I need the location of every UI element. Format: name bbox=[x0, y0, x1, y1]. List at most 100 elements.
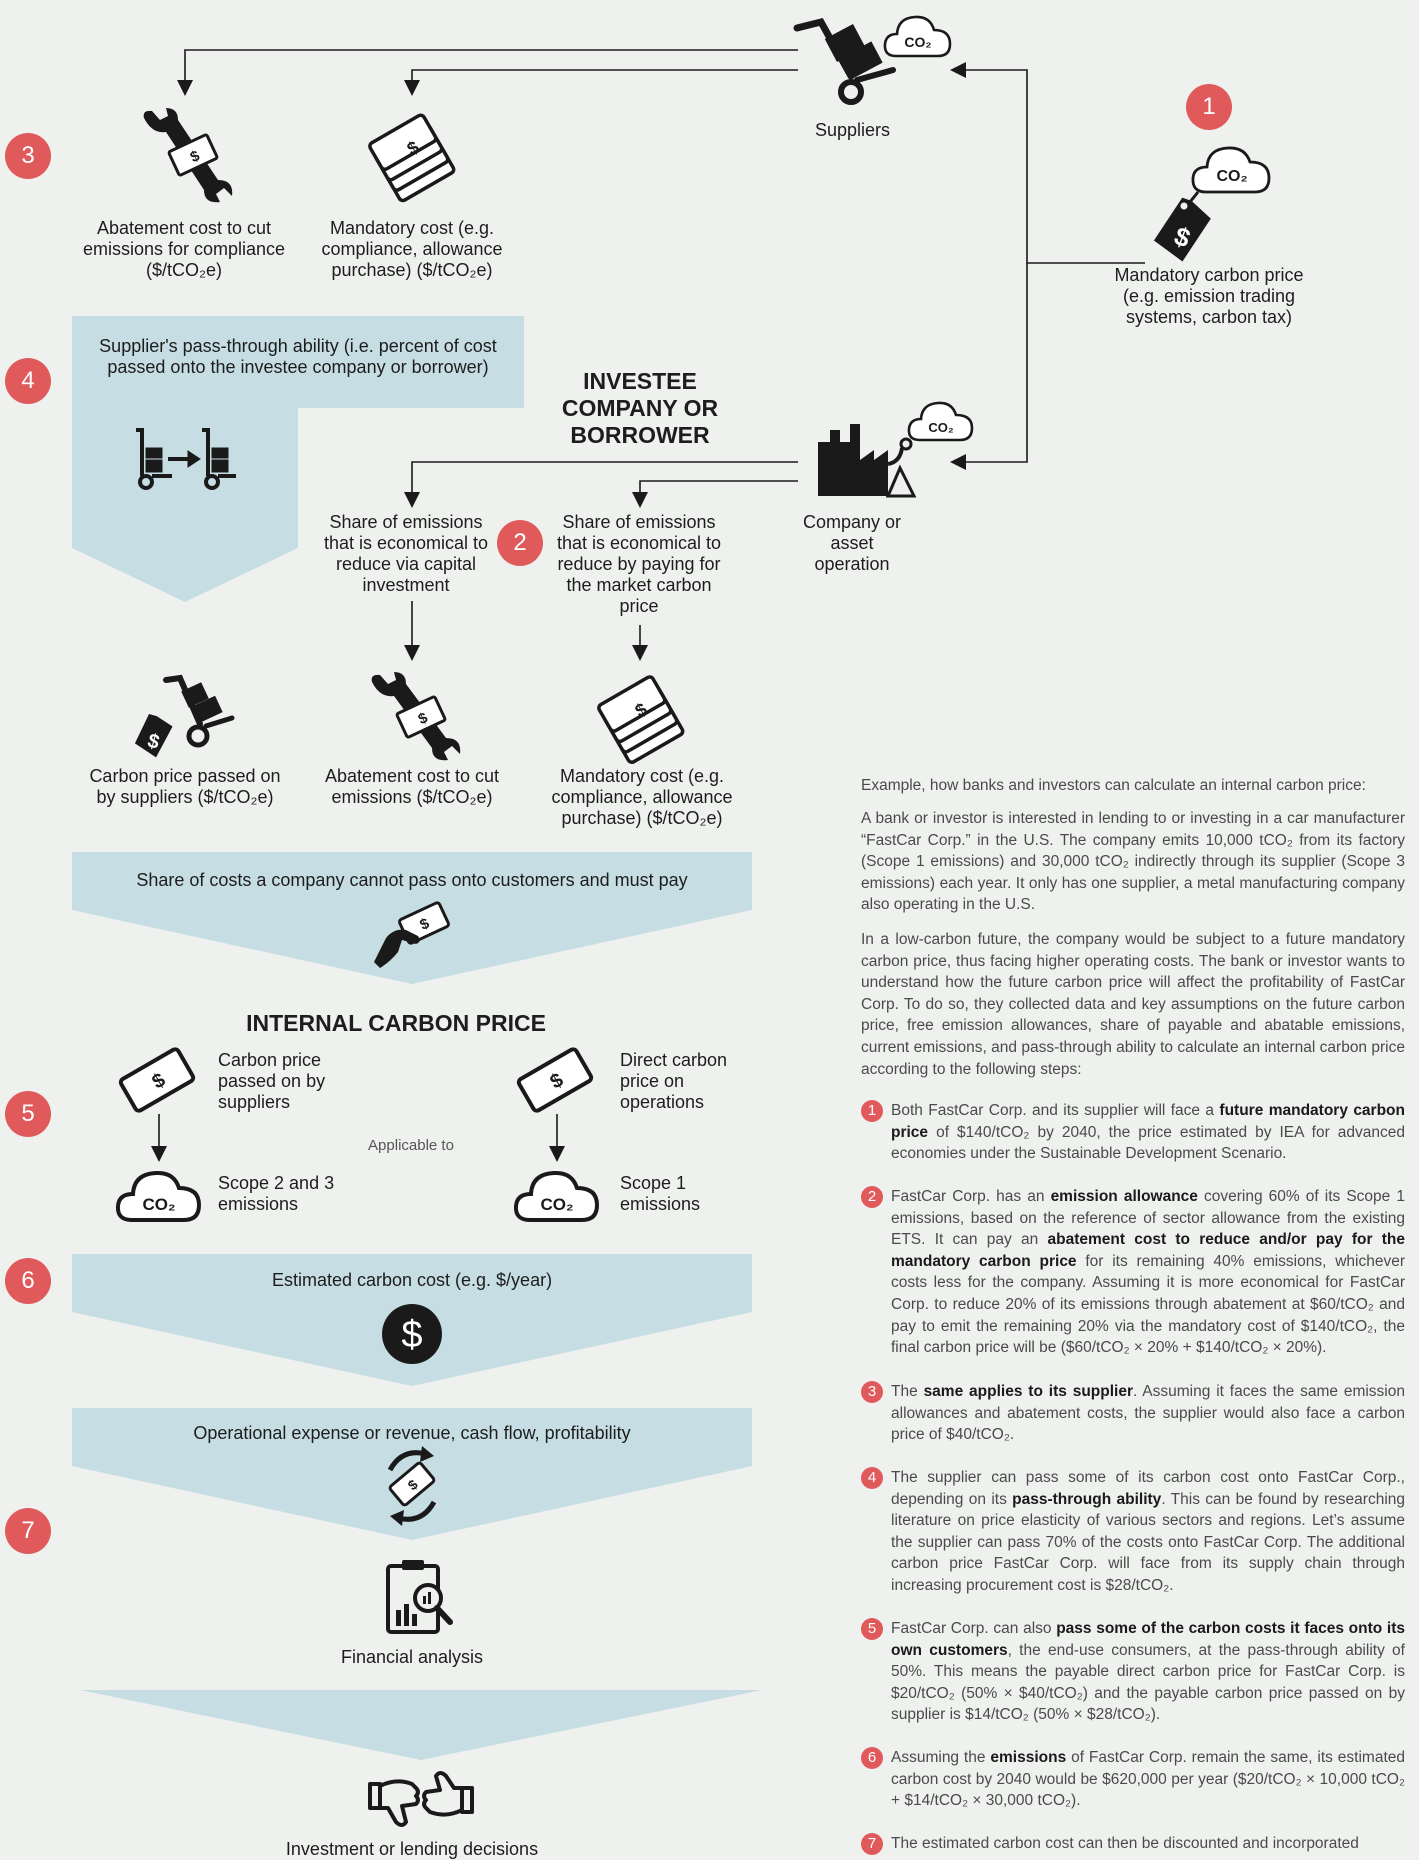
step-5: 5 FastCar Corp. can also pass some of th… bbox=[861, 1618, 1405, 1726]
step-7: 7 The estimated carbon cost can then be … bbox=[861, 1833, 1405, 1855]
step-badge: 7 bbox=[861, 1833, 883, 1855]
step-4-emphasis: pass-through ability bbox=[1012, 1490, 1162, 1508]
scope-2-3-co2-cloud-icon: CO₂ bbox=[115, 1170, 202, 1222]
right-scope-label: Scope 1 emissions bbox=[620, 1173, 701, 1214]
step-5-text-a: FastCar Corp. can also bbox=[891, 1620, 1057, 1637]
share-costs-label: Share of costs a company cannot pass ont… bbox=[136, 870, 688, 890]
example-paragraph-1: A bank or investor is interested in lend… bbox=[861, 810, 1405, 914]
step-1-text-a: Both FastCar Corp. and its supplier will… bbox=[891, 1102, 1220, 1119]
step-2-text-a: FastCar Corp. has an bbox=[891, 1188, 1051, 1205]
operation-label: Company or asset operation bbox=[802, 512, 902, 574]
step-6-text-c: of FastCar Corp. remain the same, its es… bbox=[891, 1749, 1406, 1810]
step-5-text-c: , the end-use consumers, at the pass-thr… bbox=[891, 1641, 1405, 1724]
suppliers-co2-cloud-icon: CO₂ bbox=[883, 15, 952, 58]
step-badge: 1 bbox=[861, 1100, 883, 1122]
factory-icon bbox=[818, 424, 917, 498]
step-2-emphasis-2: abatement cost to reduce and/or pay for … bbox=[891, 1231, 1405, 1270]
step-4-text-c: . This can be found by researching liter… bbox=[891, 1490, 1405, 1594]
badge-3: 3 bbox=[5, 133, 51, 179]
step-badge: 3 bbox=[861, 1381, 883, 1403]
step-5-emphasis: pass some of the carbon costs it faces o… bbox=[891, 1620, 1406, 1659]
share-capital-label: Share of emissions that is economical to… bbox=[323, 512, 489, 595]
financial-analysis-label: Financial analysis bbox=[340, 1647, 484, 1667]
thumbs-up-down-icon bbox=[368, 1771, 474, 1827]
decisions-label: Investment or lending decisions bbox=[285, 1839, 539, 1859]
scope-2-3-co2-text: CO₂ bbox=[142, 1195, 175, 1214]
right-price-label: Direct carbon price on operations bbox=[620, 1050, 728, 1112]
share-market-label: Share of emissions that is economical to… bbox=[556, 512, 722, 616]
suppliers-label: Suppliers bbox=[814, 120, 891, 140]
banknote-dollar-icon: $ bbox=[118, 1047, 196, 1113]
company-abatement-cost-label: Abatement cost to cut emissions ($/tCO₂e… bbox=[324, 766, 500, 807]
wrench-dollar-icon: $ bbox=[143, 108, 233, 203]
badge-2: 2 bbox=[497, 520, 543, 566]
company-mandatory-cost-label: Mandatory cost (e.g. compliance, allowan… bbox=[551, 766, 733, 828]
money-stack-icon: $ bbox=[597, 675, 685, 764]
applicable-to-label: Applicable to bbox=[368, 1137, 454, 1154]
investee-title: INVESTEE COMPANY OR BORROWER bbox=[561, 368, 719, 448]
scope-1-co2-text: CO₂ bbox=[540, 1195, 573, 1214]
step-1-text-c: of $140/tCO₂ by 2040, the price estimate… bbox=[891, 1123, 1405, 1163]
banknote-dollar-icon: $ bbox=[516, 1047, 594, 1113]
step-4-text-a: The supplier can pass some of its carbon… bbox=[891, 1469, 1405, 1508]
supplier-mandatory-cost-label: Mandatory cost (e.g. compliance, allowan… bbox=[321, 218, 503, 280]
hand-paying-icon: $ bbox=[374, 901, 450, 968]
dollar-coin-icon: $ bbox=[382, 1304, 442, 1364]
step-badge: 6 bbox=[861, 1747, 883, 1769]
left-price-label: Carbon price passed on by suppliers bbox=[218, 1050, 326, 1112]
step-badge: 2 bbox=[861, 1186, 883, 1208]
step-3: 3 The same applies to its supplier. Assu… bbox=[861, 1381, 1405, 1446]
cart-tag-dollar-icon: $ bbox=[134, 674, 235, 758]
arrow-operation-capital bbox=[404, 461, 798, 508]
step-2-text-e: for its remaining 40% emissions, whichev… bbox=[891, 1252, 1406, 1357]
arrow-suppliers-abatement bbox=[177, 49, 798, 96]
hand-truck-icon bbox=[793, 17, 896, 105]
badge-4: 4 bbox=[5, 358, 51, 404]
step-6-text-a: Assuming the bbox=[891, 1749, 991, 1766]
mandatory-price-label: Mandatory carbon price (e.g. emission tr… bbox=[1114, 265, 1304, 327]
arrow-suppliers-mandatory bbox=[404, 69, 798, 96]
mandatory-price-co2-text: CO₂ bbox=[1216, 168, 1247, 185]
clipboard-analysis-icon bbox=[386, 1560, 453, 1634]
example-paragraph-2: In a low-carbon future, the company woul… bbox=[861, 931, 1405, 1078]
carts-transfer-icon bbox=[136, 428, 236, 490]
arrow-price-operation bbox=[950, 263, 1028, 470]
company-passed-cost-label: Carbon price passed on by suppliers ($/t… bbox=[89, 766, 281, 807]
operational-label: Operational expense or revenue, cash flo… bbox=[193, 1423, 631, 1443]
step-2: 2 FastCar Corp. has an emission allowanc… bbox=[861, 1186, 1405, 1359]
decision-band bbox=[80, 1690, 762, 1760]
estimated-cost-label: Estimated carbon cost (e.g. $/year) bbox=[271, 1270, 553, 1290]
scope-1-co2-cloud-icon: CO₂ bbox=[513, 1170, 600, 1222]
step-3-text-a: The bbox=[891, 1383, 924, 1400]
step-badge: 5 bbox=[861, 1618, 883, 1640]
svg-text:$: $ bbox=[401, 1314, 422, 1356]
step-3-text-c: . Assuming it faces the same emission al… bbox=[891, 1383, 1405, 1444]
step-7-text-a: The estimated carbon cost can then be di… bbox=[891, 1835, 1359, 1852]
step-1: 1 Both FastCar Corp. and its supplier wi… bbox=[861, 1100, 1405, 1165]
suppliers-co2-text: CO₂ bbox=[904, 34, 931, 50]
badge-7: 7 bbox=[5, 1508, 51, 1554]
cash-flow-cycle-icon: $ bbox=[387, 1446, 437, 1526]
svg-text:$: $ bbox=[145, 730, 161, 754]
internal-price-title: INTERNAL CARBON PRICE bbox=[246, 1010, 546, 1036]
example-intro: Example, how banks and investors can cal… bbox=[861, 777, 1366, 794]
badge-1: 1 bbox=[1186, 84, 1232, 130]
left-scope-label: Scope 2 and 3 emissions bbox=[218, 1173, 335, 1214]
pass-through-label: Supplier's pass-through ability (i.e. pe… bbox=[99, 336, 497, 377]
pass-through-band bbox=[72, 316, 524, 602]
money-stack-icon: $ bbox=[368, 113, 456, 203]
step-4: 4 The supplier can pass some of its carb… bbox=[861, 1467, 1405, 1597]
wrench-dollar-icon: $ bbox=[371, 672, 461, 761]
step-badge: 4 bbox=[861, 1467, 883, 1489]
step-1-emphasis: future mandatory carbon price bbox=[891, 1102, 1405, 1141]
step-2-emphasis-1: emission allowance bbox=[1050, 1188, 1198, 1205]
operation-co2-text: CO₂ bbox=[928, 420, 954, 435]
arrow-operation-market bbox=[632, 480, 798, 508]
badge-5: 5 bbox=[5, 1091, 51, 1137]
step-3-emphasis: same applies to its supplier bbox=[923, 1383, 1134, 1400]
step-6: 6 Assuming the emissions of FastCar Corp… bbox=[861, 1747, 1405, 1812]
operation-co2-cloud-icon: CO₂ bbox=[907, 401, 974, 442]
arrow-price-suppliers bbox=[950, 62, 1145, 264]
mandatory-price-co2-cloud-icon: CO₂ bbox=[1191, 146, 1271, 194]
